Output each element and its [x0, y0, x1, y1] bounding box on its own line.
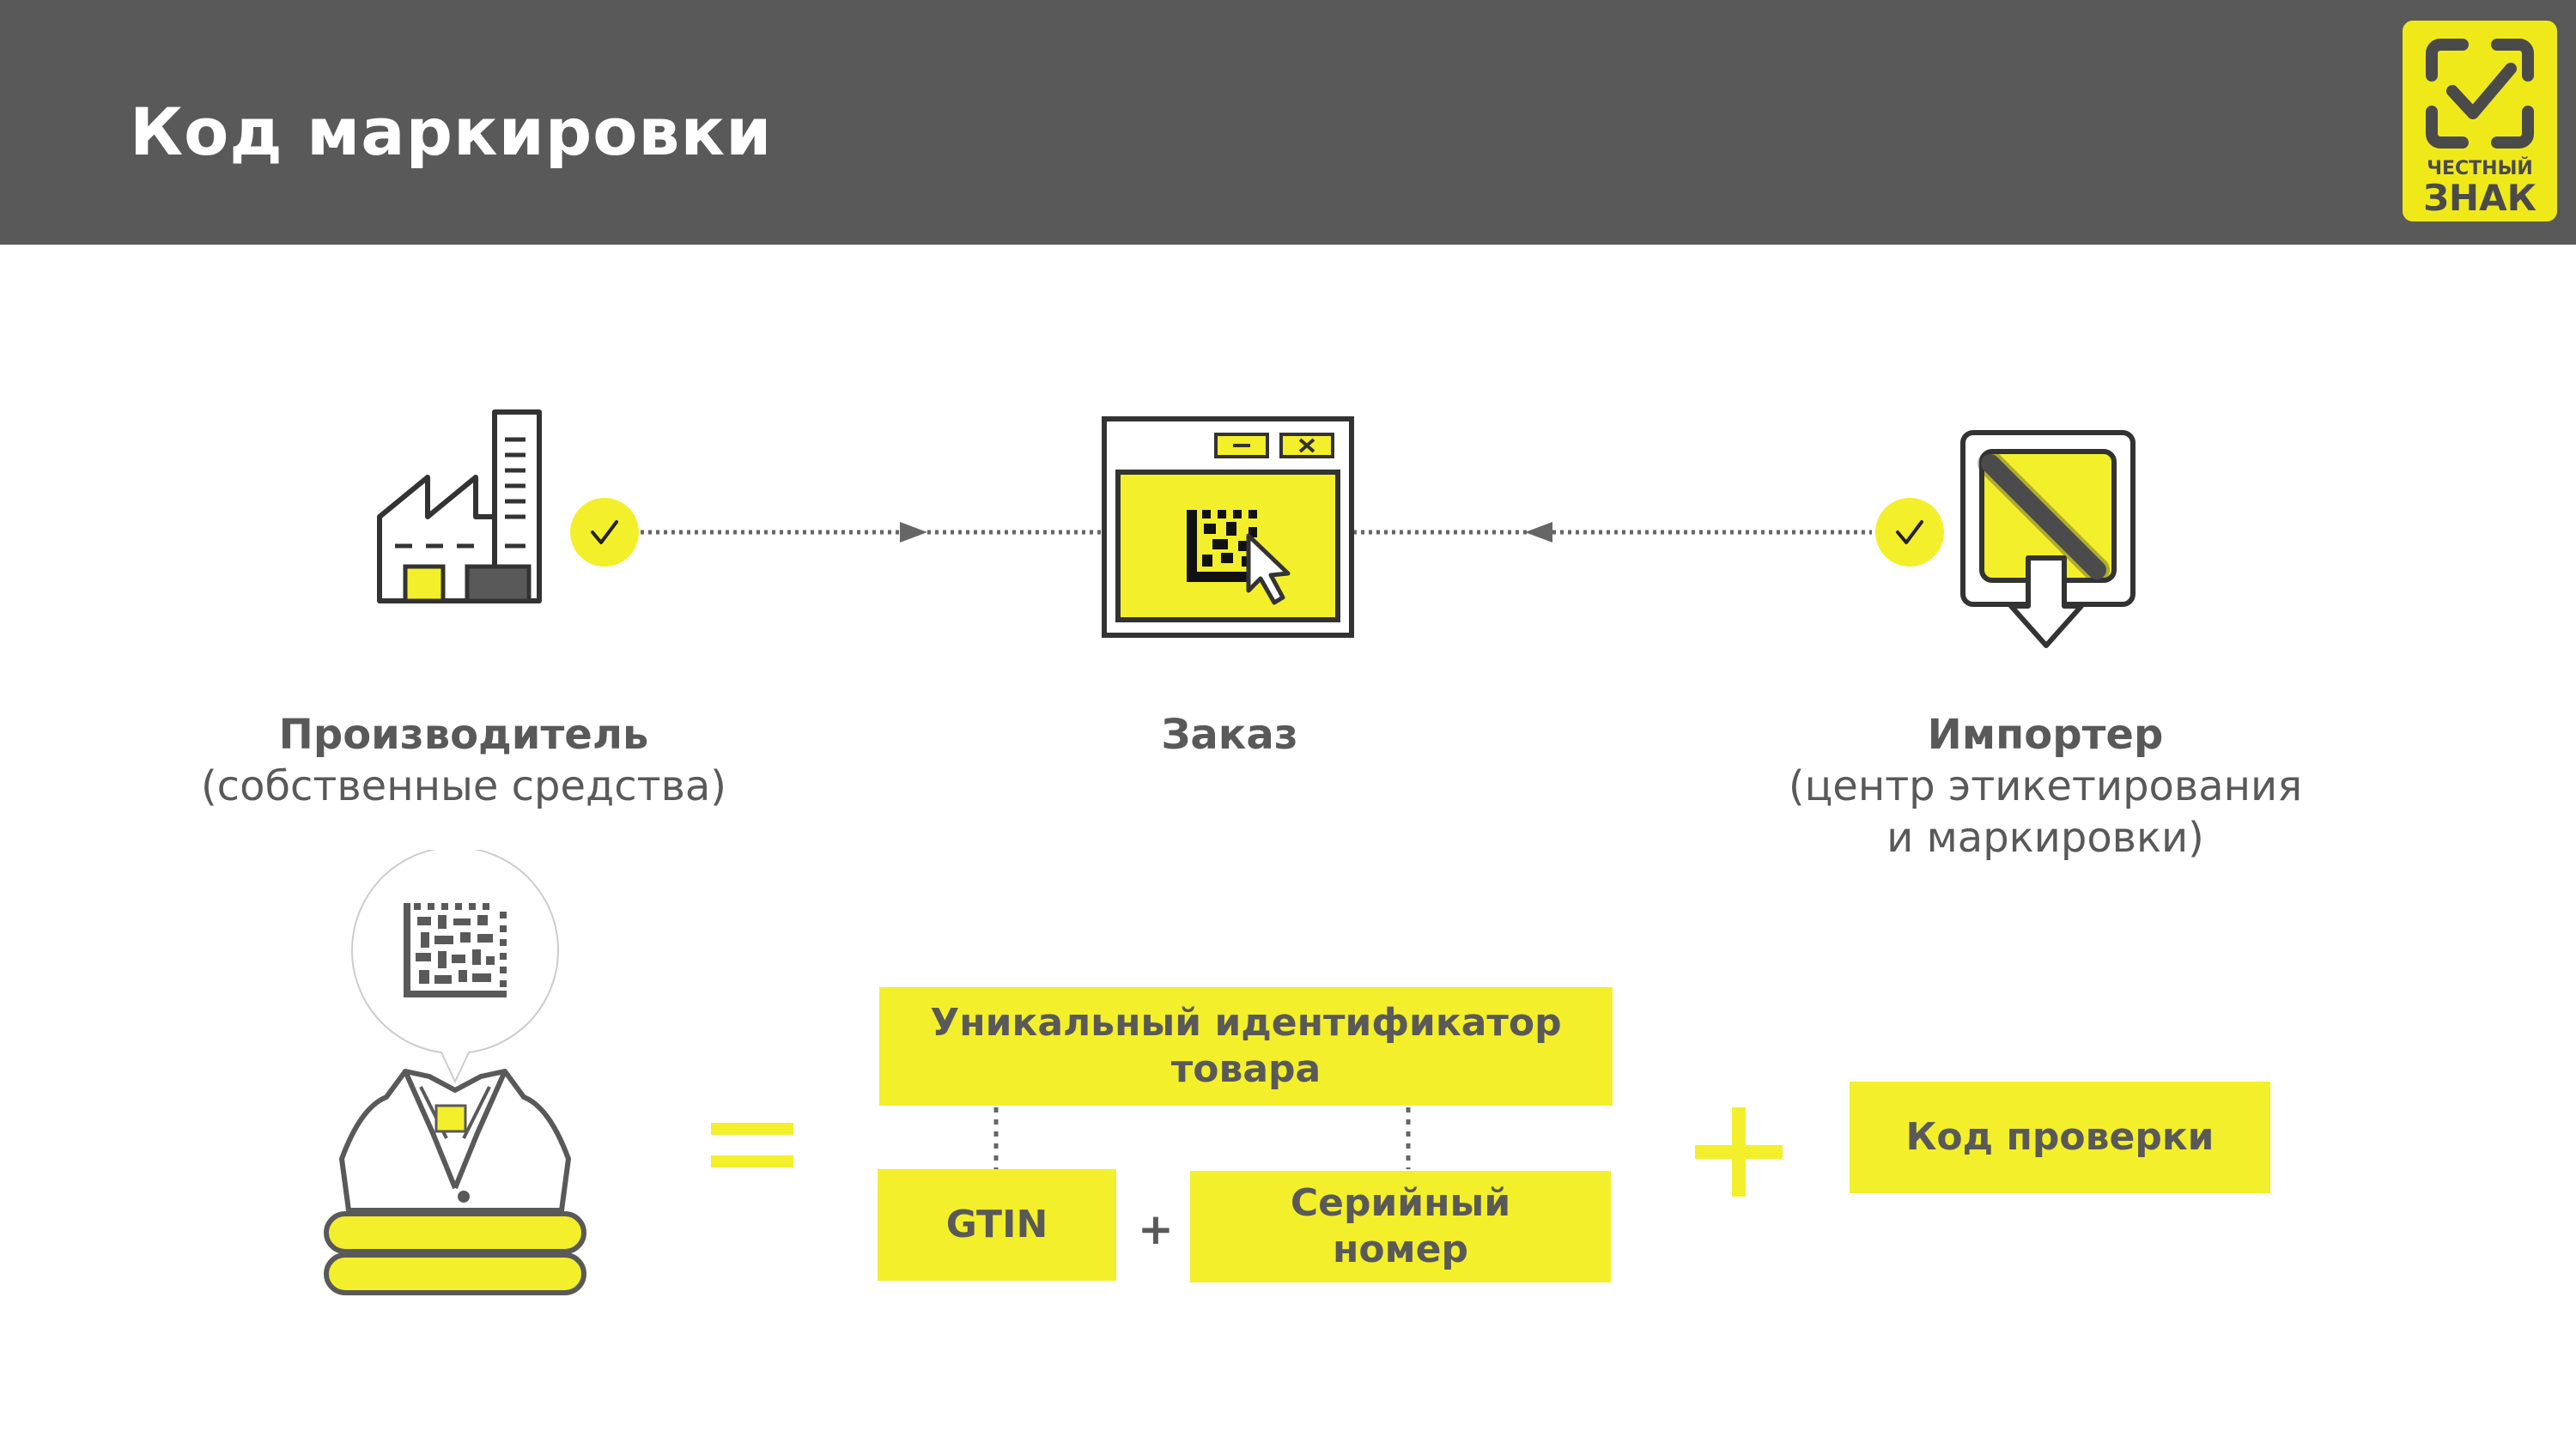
- big-plus-sign: [1695, 1107, 1783, 1197]
- order-title: Заказ: [1161, 711, 1298, 759]
- label-printer-icon: [1960, 430, 2136, 648]
- producer-subtitle: (собственные средства): [200, 762, 727, 810]
- serial-number-label: Серийный номер: [1290, 1181, 1511, 1271]
- importer-subtitle-line1: (центр этикетирования: [1788, 762, 2303, 810]
- equals-sign: [711, 1123, 793, 1167]
- unique-identifier-box: Уникальный идентификатор товара: [879, 987, 1613, 1106]
- page-title: Код маркировки: [130, 94, 773, 170]
- importer-check-icon: [1875, 498, 1944, 567]
- folded-shirt: [324, 1069, 586, 1295]
- importer-to-order-arrow: [1353, 522, 1872, 543]
- chestny-znak-logo: ЧЕСТНЫЙ ЗНАК: [2403, 21, 2557, 221]
- importer-title: Импортер: [1927, 711, 2164, 759]
- logo-text-line2: ЗНАК: [2423, 177, 2537, 219]
- gtin-box: GTIN: [878, 1169, 1116, 1281]
- browser-window-datamatrix-icon: [1102, 416, 1354, 638]
- unique-identifier-label: Уникальный идентификатор товара: [930, 1001, 1562, 1091]
- check-code-label: Код проверки: [1905, 1115, 2215, 1159]
- uid-to-parts-dotted-lines: [993, 1107, 1411, 1169]
- gtin-plus-serial-sign: +: [1138, 1204, 1174, 1254]
- producer-check-icon: [570, 498, 639, 567]
- logo-text-line1: ЧЕСТНЫЙ: [2427, 158, 2533, 179]
- gtin-label: GTIN: [945, 1203, 1048, 1246]
- serial-number-box: Серийный номер: [1190, 1171, 1611, 1282]
- producer-to-order-arrow: [641, 522, 1101, 543]
- order-datamatrix: [1187, 510, 1259, 582]
- header-bar: Код маркировки ЧЕСТНЫЙ ЗНАК: [0, 0, 2576, 245]
- labeled-clothing-stack-icon: [324, 850, 586, 1295]
- datamatrix-speech-bubble: [351, 850, 559, 1084]
- factory-icon: [377, 409, 542, 603]
- check-code-box: Код проверки: [1850, 1082, 2270, 1193]
- producer-title: Производитель: [278, 711, 649, 759]
- logo-check-frame-icon: [2426, 39, 2534, 149]
- importer-subtitle-line2: и маркировки): [1886, 814, 2204, 862]
